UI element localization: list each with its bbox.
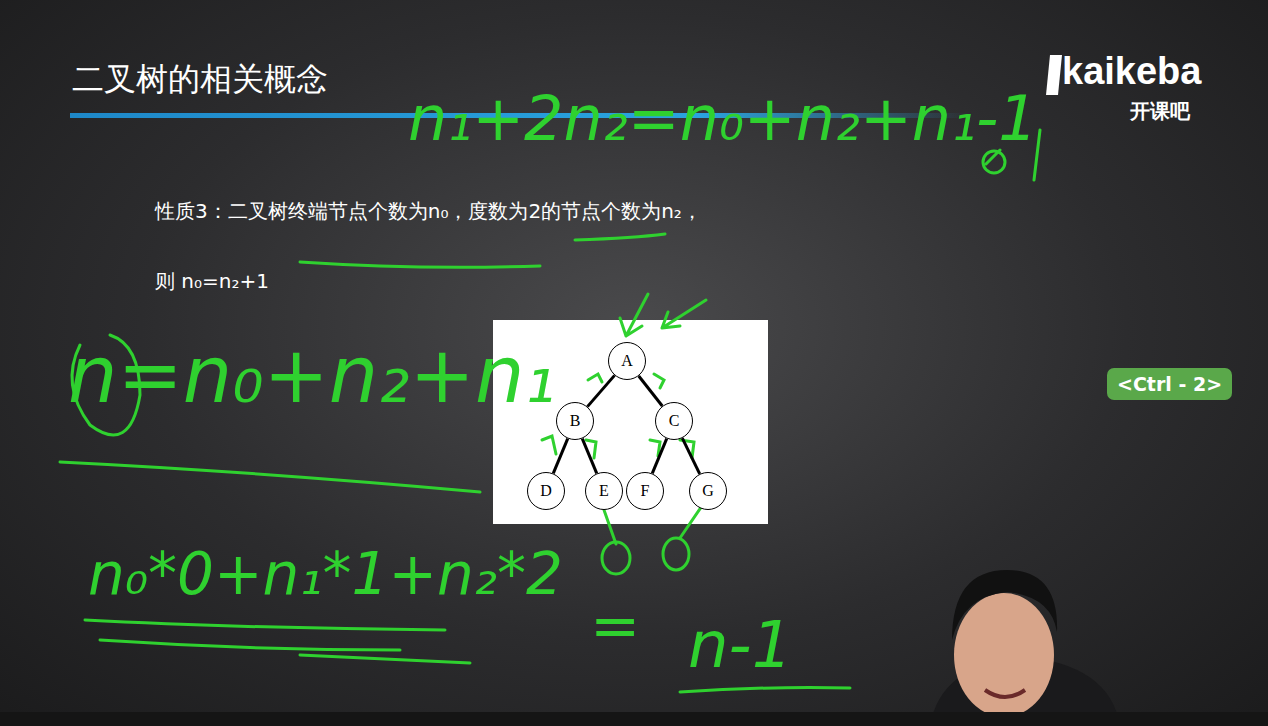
tree-node: G (689, 472, 727, 510)
green-annotations (60, 130, 1040, 692)
tree-node: F (626, 472, 664, 510)
tree-edge (652, 439, 666, 474)
tree-edge (639, 376, 663, 406)
tree-edge (587, 375, 614, 406)
node-letter: F (641, 482, 650, 500)
property-text: 性质3：二叉树终端节点个数为n₀，度数为2的节点个数为n₂， (155, 198, 702, 225)
logo-subtext: 开课吧 (1130, 98, 1190, 125)
handwritten-symbol: = (590, 590, 640, 660)
logo-mark (1046, 55, 1062, 95)
node-letter: E (599, 482, 609, 500)
node-letter: C (669, 412, 680, 430)
bottom-bar (0, 712, 1268, 726)
presenter-figure (930, 570, 1120, 726)
slide-title: 二叉树的相关概念 (72, 58, 328, 102)
node-letter: B (570, 412, 581, 430)
shortcut-button: <Ctrl - 2> (1107, 368, 1232, 400)
tree-node: A (608, 342, 646, 380)
tree-node: B (556, 402, 594, 440)
tree-node: D (527, 472, 565, 510)
node-letter: G (702, 482, 714, 500)
handwritten-formula: n₁+2n₂=n₀+n₂+n₁-1 (408, 82, 1038, 155)
node-letter: D (540, 482, 552, 500)
tree-node: E (585, 472, 623, 510)
tree-edge (682, 438, 699, 474)
logo-text: kaikeba (1062, 50, 1201, 93)
tree-edge (553, 439, 567, 474)
handwritten-formula: n=n₀+n₂+n₁ (68, 330, 556, 420)
node-letter: A (621, 352, 633, 370)
property-formula: 则 n₀=n₂+1 (155, 268, 269, 295)
tree-edge (582, 439, 596, 474)
handwritten-formula: n₀*0+n₁*1+n₂*2 (88, 540, 563, 608)
handwritten-formula: n-1 (688, 608, 792, 682)
tree-node: C (655, 402, 693, 440)
